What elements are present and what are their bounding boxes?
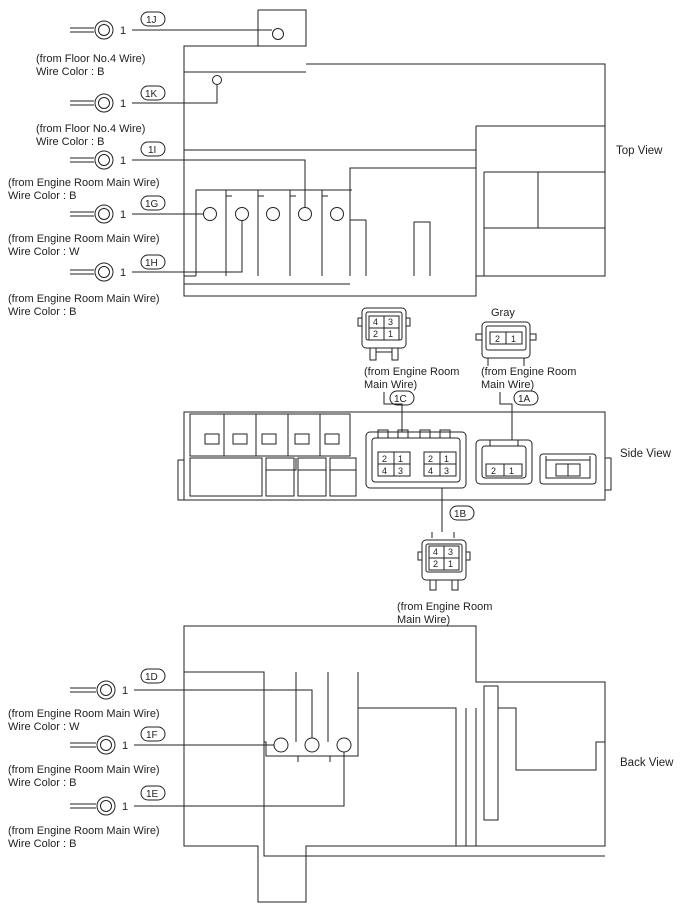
1g-from: (from Engine Room Main Wire) <box>8 233 160 245</box>
side-1b-pin-4: 4 <box>428 466 433 476</box>
top-view-body <box>183 9 606 297</box>
svg-text:4: 4 <box>433 547 438 557</box>
hole-1e <box>336 737 352 753</box>
hole-1j <box>272 28 284 40</box>
svg-text:1: 1 <box>511 334 516 344</box>
tag-1k: 1K <box>145 89 158 100</box>
hole-3 <box>266 207 280 221</box>
top-view-label: Top View <box>616 145 663 157</box>
side-view-label: Side View <box>620 448 672 460</box>
1d-color: Wire Color : W <box>8 721 80 733</box>
side-receptacle-1a <box>475 439 533 485</box>
side-receptacle-extra <box>539 453 597 485</box>
svg-text:1: 1 <box>122 740 128 752</box>
side-receptacle-1c <box>365 431 467 489</box>
svg-text:3: 3 <box>388 317 393 327</box>
svg-text:2: 2 <box>373 329 378 339</box>
svg-text:1: 1 <box>388 329 393 339</box>
1a-from-line1: (from Engine Room <box>481 366 576 378</box>
1a-color: Gray <box>491 307 515 319</box>
top-view: Top View <box>183 9 663 297</box>
terminal-1e: 1 1E (from Engine Room Main Wire) Wire C… <box>8 752 345 850</box>
tag-1a: 1A <box>518 394 531 405</box>
side-1c-pin-2: 2 <box>382 454 387 464</box>
side-1b-pin-2: 2 <box>428 454 433 464</box>
1f-from: (from Engine Room Main Wire) <box>8 764 160 776</box>
1b-from-line1: (from Engine Room <box>397 601 492 613</box>
terminal-1j: 1 1J (from Floor No.4 Wire) Wire Color :… <box>36 11 272 78</box>
1d-from: (from Engine Room Main Wire) <box>8 708 160 720</box>
1e-color: Wire Color : B <box>8 838 76 850</box>
1i-color: Wire Color : B <box>8 190 76 202</box>
svg-text:1: 1 <box>120 267 126 279</box>
tag-1f: 1F <box>146 730 158 741</box>
hole-5 <box>330 207 344 221</box>
svg-text:4: 4 <box>373 317 378 327</box>
svg-text:2: 2 <box>495 334 500 344</box>
side-1b-pin-1: 1 <box>444 454 449 464</box>
terminal-1k: 1 1K (from Floor No.4 Wire) Wire Color :… <box>36 85 218 148</box>
svg-text:1: 1 <box>120 155 126 167</box>
tag-1g: 1G <box>145 199 159 210</box>
hole-1g <box>203 207 217 221</box>
tag-1h: 1H <box>145 258 158 269</box>
svg-text:3: 3 <box>448 547 453 557</box>
1j-color: Wire Color : B <box>36 66 104 78</box>
terminal-1g: 1 1G (from Engine Room Main Wire) Wire C… <box>8 195 204 258</box>
tag-1d: 1D <box>145 672 158 683</box>
1c-from-line1: (from Engine Room <box>364 366 459 378</box>
plug-1c: 4 3 2 1 (from Engine Room Main Wire) 1C <box>357 307 459 432</box>
svg-text:1: 1 <box>122 685 128 697</box>
terminal-1f: 1 1F (from Engine Room Main Wire) Wire C… <box>8 726 274 789</box>
terminal-1d: 1 1D (from Engine Room Main Wire) Wire C… <box>8 668 313 738</box>
svg-text:1: 1 <box>120 25 126 37</box>
hole-1f <box>273 737 289 753</box>
terminal-1h: 1 1H (from Engine Room Main Wire) Wire C… <box>8 220 243 318</box>
1k-from: (from Floor No.4 Wire) <box>36 123 145 135</box>
svg-text:2: 2 <box>433 559 438 569</box>
1e-from: (from Engine Room Main Wire) <box>8 825 160 837</box>
1a-from-line2: Main Wire) <box>481 379 534 391</box>
svg-text:1: 1 <box>122 801 128 813</box>
terminal-1i: 1 1I (from Engine Room Main Wire) Wire C… <box>8 141 306 208</box>
side-view-body <box>183 411 606 501</box>
1k-color: Wire Color : B <box>36 136 104 148</box>
side-1c-pin-4: 4 <box>382 466 387 476</box>
side-1c-pin-3: 3 <box>398 466 403 476</box>
side-1a-pin-1: 1 <box>509 466 514 476</box>
1i-from: (from Engine Room Main Wire) <box>8 177 160 189</box>
1j-from: (from Floor No.4 Wire) <box>36 53 145 65</box>
back-view-label: Back View <box>620 757 674 769</box>
tag-1c: 1C <box>394 394 407 405</box>
hole-1i <box>298 207 312 221</box>
side-1b-pin-3: 3 <box>444 466 449 476</box>
hole-1k <box>212 75 222 85</box>
hole-1h <box>235 207 249 221</box>
svg-text:1: 1 <box>448 559 453 569</box>
1g-color: Wire Color : W <box>8 246 80 258</box>
side-1c-pin-1: 1 <box>398 454 403 464</box>
back-view: Back View <box>183 625 674 903</box>
back-view-body <box>183 625 606 903</box>
tag-1i: 1I <box>148 145 156 156</box>
1f-color: Wire Color : B <box>8 777 76 789</box>
1b-from-line2: Main Wire) <box>397 614 450 626</box>
1h-from: (from Engine Room Main Wire) <box>8 293 160 305</box>
svg-text:1: 1 <box>120 98 126 110</box>
tag-1j: 1J <box>146 15 157 26</box>
tag-1e: 1E <box>146 789 159 800</box>
hole-1d <box>304 737 320 753</box>
plug-1b: 1B 4 3 2 1 (from Engine Room Main Wire) <box>397 488 492 626</box>
side-view: 2 1 4 3 2 1 4 3 2 1 Side View <box>177 411 672 501</box>
tag-1b: 1B <box>454 509 467 520</box>
side-1a-pin-2: 2 <box>491 466 496 476</box>
plug-1a: Gray 2 1 (from Engine Room Main Wire) 1A <box>475 307 576 440</box>
1h-color: Wire Color : B <box>8 306 76 318</box>
1c-from-line2: Main Wire) <box>364 379 417 391</box>
svg-text:1: 1 <box>120 209 126 221</box>
